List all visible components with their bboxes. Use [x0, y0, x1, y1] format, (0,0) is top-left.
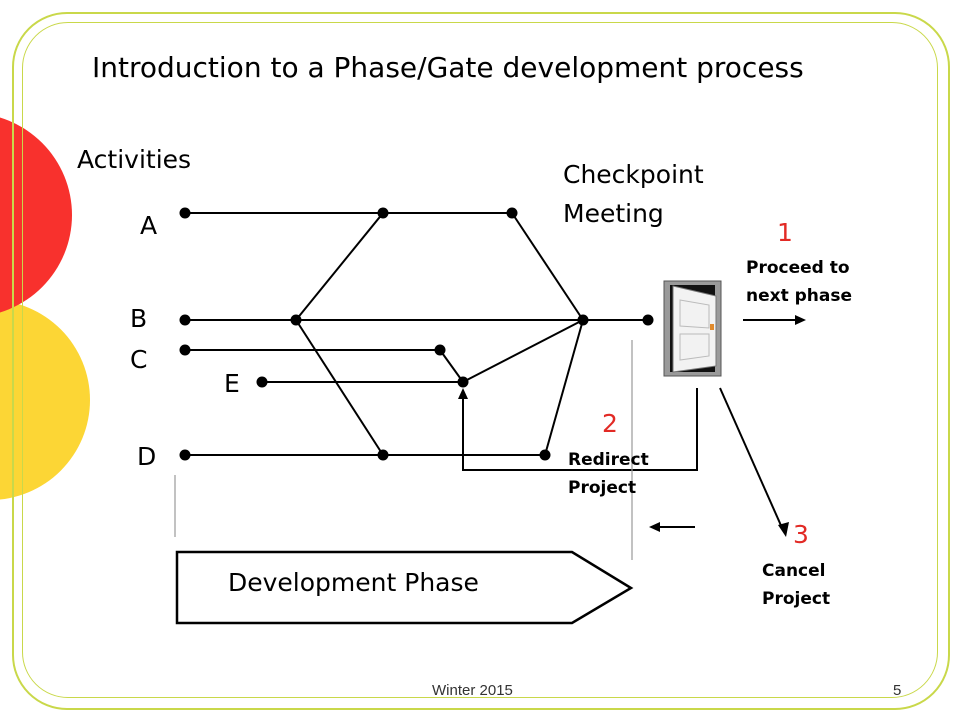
development-phase-shape [175, 550, 634, 625]
slide-title: Introduction to a Phase/Gate development… [92, 51, 804, 84]
node [290, 314, 302, 326]
row-label-a: A [140, 211, 158, 240]
row-label-c: C [130, 345, 148, 374]
checkpoint-label-line2: Meeting [563, 199, 664, 228]
node [642, 314, 654, 326]
outer-frame [12, 12, 950, 710]
proceed-label-line1: Proceed to [746, 258, 850, 278]
link-b-a [295, 212, 384, 321]
link-b-d [295, 319, 384, 456]
page-number: 5 [893, 682, 902, 699]
back-arrowhead [649, 522, 660, 532]
development-phase-label: Development Phase [228, 568, 479, 597]
link-e-merge [462, 319, 584, 383]
door-icon [663, 280, 722, 377]
row-label-e: E [224, 369, 240, 398]
node [457, 376, 469, 388]
checkpoint-label-line1: Checkpoint [563, 160, 704, 189]
link-d-merge [544, 319, 584, 456]
node [179, 344, 191, 356]
red-circle [0, 117, 72, 313]
row-label-d: D [137, 442, 157, 471]
footer-term: Winter 2015 [432, 682, 513, 699]
activities-label: Activities [77, 145, 192, 174]
node [577, 314, 589, 326]
proceed-label-line2: next phase [746, 286, 853, 306]
node [179, 314, 191, 326]
cancel-label-line1: Cancel [762, 561, 826, 581]
link-a-merge [511, 212, 584, 321]
row-label-b: B [130, 304, 148, 333]
cancel-arrow-line [719, 387, 784, 531]
cancel-arrowhead [778, 522, 789, 537]
redirect-path [462, 388, 698, 471]
node [377, 449, 389, 461]
redirect-label-line2: Project [568, 478, 637, 498]
node [256, 376, 268, 388]
node [539, 449, 551, 461]
inner-frame [22, 22, 938, 698]
link-c-e [439, 349, 464, 383]
node [377, 207, 389, 219]
node [506, 207, 518, 219]
redirect-arrowhead [458, 388, 468, 399]
outcome-number-1: 1 [777, 218, 793, 247]
node [434, 344, 446, 356]
redirect-label-line1: Redirect [568, 450, 649, 470]
proceed-arrowhead [795, 315, 806, 325]
node [179, 207, 191, 219]
outcome-number-3: 3 [793, 520, 809, 549]
node [179, 449, 191, 461]
cancel-label-line2: Project [762, 589, 831, 609]
outcome-number-2: 2 [602, 409, 618, 438]
